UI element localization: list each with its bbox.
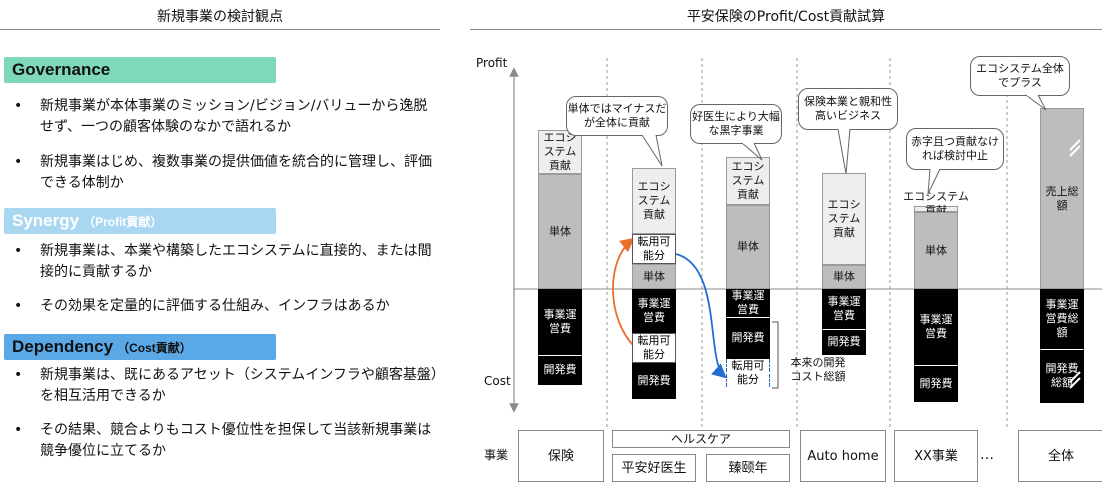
callout-bubble-2-tail [741,142,763,161]
bar-zhenyinian-dev: 開発費 [726,317,770,359]
section-dependency-label: Dependency [12,337,114,356]
dev-cost-annotation: 本来の開発コスト総額 [790,356,846,383]
bar-insurance-dev: 開発費 [538,355,582,385]
callout-bubble-5-tail [1025,94,1047,111]
bar-zhenyinian-single: 単体 [726,205,770,289]
section-governance: Governance [4,57,276,83]
section-dependency: Dependency（Cost貢献） [4,334,276,360]
callout-bubble-3: 保険本業と親和性高いビジネス [798,88,898,130]
bar-total-break-marks [1069,139,1081,389]
bullet-synergy-1: •新規事業は、本業や構築したエコシステムに直接的、または間接的に貢献するか [14,243,432,280]
bullet-governance-1: •新規事業が本体事業のミッション/ビジョン/バリューから逸脱せず、一つの顧客体験… [14,98,428,135]
bar-insurance-opex: 事業運営費 [538,289,582,355]
callout-bubble-5: エコシステム全体でプラス [970,56,1070,96]
section-synergy-suffix: （Profit貢献） [83,215,163,229]
bullet-synergy-2: •その効果を定量的に評価する仕組み、インフラはあるか [14,298,390,314]
callout-bubble-4-tail [927,168,941,195]
bar-autohome-eco: エコシステム貢献 [822,173,866,265]
left-title-divider [0,29,440,30]
row-label-business: 事業 [484,448,509,462]
section-synergy-label: Synergy [12,211,80,230]
bullet-governance-2: •新規事業はじめ、複数事業の提供価値を統合的に管理し、評価できる体制か [14,154,432,191]
bar-xx-opex: 事業運営費 [914,289,958,365]
callout-bubble-1: 単体ではマイナスだが全体に貢献 [566,96,668,136]
footer-zhenyinian: 臻颐年 [706,454,790,482]
bar-insurance-eco: エコシステム貢献 [538,130,582,174]
bar-gooddoctor-transfer-bottom: 転用可能分 [632,333,676,363]
callout-bubble-3-tail [837,128,851,175]
axis-label-profit: Profit [476,56,508,70]
bar-insurance-single: 単体 [538,174,582,289]
bar-gooddoctor-eco: エコシステム貢献 [632,168,676,234]
bar-autohome-single: 単体 [822,265,866,289]
bar-total-opex: 事業運営費総額 [1040,289,1084,349]
bar-zhenyinian-eco: エコシステム貢献 [726,157,770,205]
bar-gooddoctor-transfer-top: 転用可能分 [632,234,676,264]
footer-xx-business: XX事業 [894,430,978,482]
section-governance-label: Governance [12,60,111,79]
bar-autohome-dev: 開発費 [822,329,866,355]
bar-gooddoctor-dev: 開発費 [632,363,676,399]
footer-ping-an-good-doctor: 平安好医生 [612,454,696,482]
bullet-dependency-2: •その結果、競合よりもコスト優位性を担保して当該新規事業は競争優位に立てるか [14,422,432,459]
bar-autohome-opex: 事業運営費 [822,289,866,329]
footer-total: 全体 [1018,430,1102,482]
transfer-arrow-orange [612,237,637,349]
bar-zhenyinian-transfer: 転用可能分 [726,359,770,387]
bullet-dependency-1: •新規事業は、既にあるアセット（システムインフラや顧客基盤）を相互活用できるか [14,367,438,404]
bar-xx-eco [914,206,958,212]
footer-ellipsis: … [980,447,994,463]
callout-bubble-4: 赤字且つ貢献なければ検討中止 [906,128,1004,170]
left-title: 新規事業の検討観点 [157,9,283,25]
right-title-divider [470,29,1102,30]
bar-gooddoctor-opex: 事業運営費 [632,289,676,333]
footer-insurance: 保険 [518,430,604,482]
bar-xx-single: 単体 [914,212,958,289]
section-dependency-suffix: （Cost貢献） [117,341,192,355]
bar-xx-dev: 開発費 [914,365,958,402]
bar-zhenyinian-opex: 事業運営費 [726,289,770,317]
footer-healthcare: ヘルスケア [612,430,790,448]
transfer-arrow-blue [675,253,727,379]
callout-bubble-2: 好医生により大幅な黒字事業 [690,104,782,144]
dev-cost-bracket [772,321,779,389]
right-title: 平安保険のProfit/Cost貢献試算 [686,9,886,25]
axis-label-cost: Cost [484,374,511,388]
bar-total-sales: 売上総額 [1040,108,1084,289]
callout-bubble-1-tail [641,134,663,167]
footer-auto-home: Auto home [800,430,886,482]
section-synergy: Synergy（Profit貢献） [4,208,276,234]
bar-gooddoctor-single: 単体 [632,264,676,289]
